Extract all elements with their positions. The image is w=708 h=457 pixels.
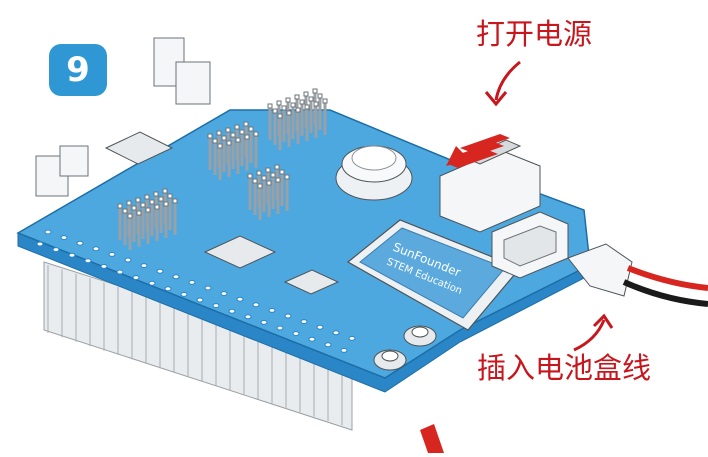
curved-arrow-down-icon (484, 60, 521, 107)
buzzer (335, 145, 413, 201)
callout-battery-wire: 插入电池盒线 (477, 351, 652, 385)
servo-connectors-left (35, 37, 211, 197)
pin-header-clusters (117, 88, 328, 250)
red-cut-mark (420, 424, 444, 453)
callout-power-switch: 打开电源 (476, 17, 593, 51)
push-buttons (373, 325, 437, 371)
battery-wire (567, 243, 708, 307)
board-bottom-pins (43, 261, 353, 431)
curved-arrow-up-icon (573, 313, 614, 352)
battery-socket (491, 211, 569, 279)
red-slide-arrows-icon (446, 134, 510, 168)
step-number: 9 (66, 50, 90, 90)
ic-chip (104, 131, 340, 295)
sunfounder-module: SunFounder STEM Education (346, 219, 521, 331)
step-badge: 9 (49, 44, 107, 96)
